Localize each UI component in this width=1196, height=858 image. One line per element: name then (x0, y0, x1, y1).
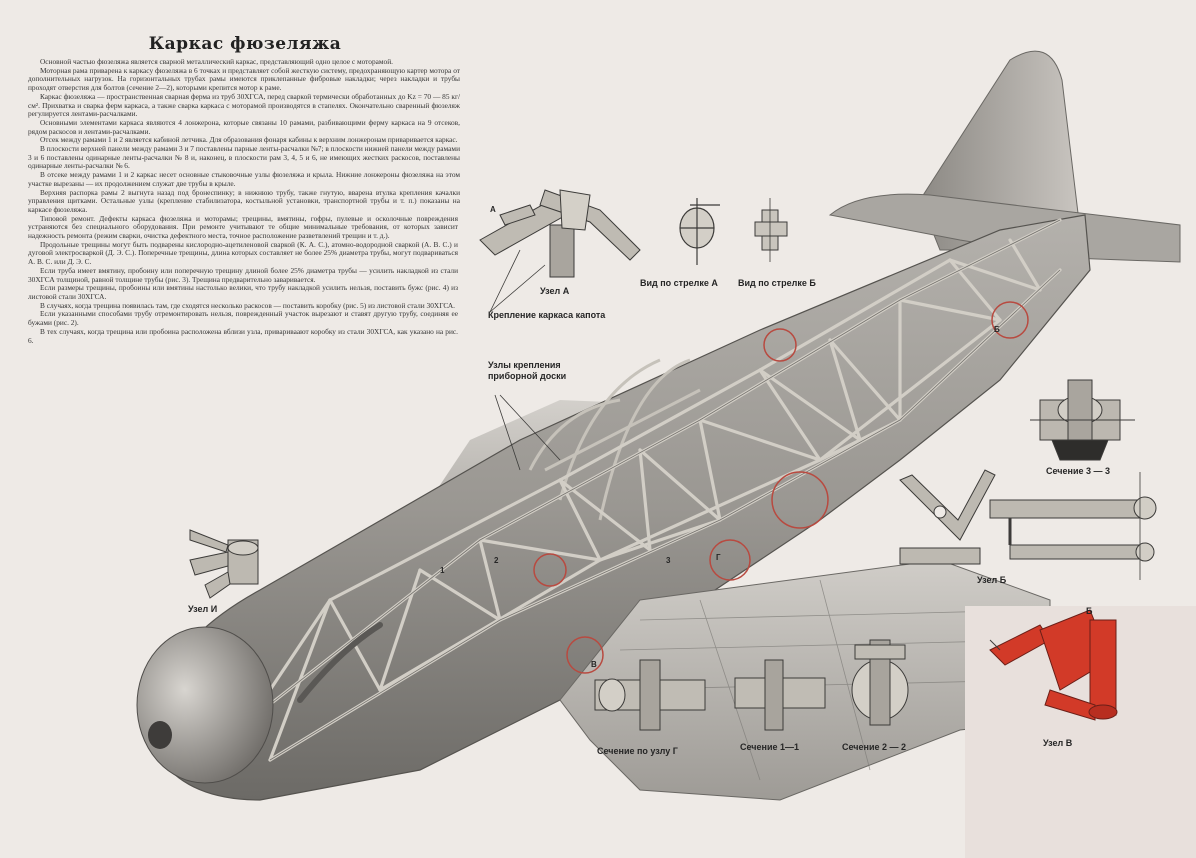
node-v-corner-callout: Б (1086, 606, 1093, 616)
node-g-callout: Г (716, 553, 721, 562)
article-paragraph: В плоскости верхней панели между рамами … (28, 144, 460, 171)
spinner-tip (148, 721, 172, 749)
label-sech-1-1: Сечение 1—1 (740, 742, 799, 752)
node-markers (533, 301, 1029, 674)
horizontal-stabilizer (828, 193, 1181, 263)
repair-paragraph: В случаях, когда трещина появилась там, … (40, 300, 456, 310)
section-3-3-detail (1030, 379, 1135, 461)
node-i-detail (189, 529, 259, 599)
repair-paragraph: В тех случаях, когда трещина или пробоин… (28, 326, 458, 345)
nose-cone (136, 626, 274, 784)
node-marker-engine (533, 553, 567, 587)
section-1-1-detail (734, 659, 826, 731)
label-sech-2-2: Сечение 2 — 2 (842, 742, 906, 752)
arrow-a-callout: А (490, 205, 496, 214)
article-paragraph: Основной частью фюзеляжа является сварно… (40, 57, 393, 66)
label-uzel-a: Узел А (540, 286, 570, 296)
node-a-detail (479, 189, 641, 278)
label-uzel-b: Узел Б (977, 575, 1007, 585)
node-v-red-part (989, 609, 1118, 721)
label-kaport: Крепление каркаса капота (488, 310, 606, 320)
repair-paragraph: Типовой ремонт. Дефекты каркаса фюзеляжа… (28, 213, 458, 241)
view-b-detail (754, 198, 788, 262)
repair-paragraph: Продольные трещины могут быть подварены … (28, 239, 458, 267)
node-b-callout: Б (994, 325, 1000, 334)
repair-paragraph: Если размеры трещины, пробоины или вмяти… (28, 283, 458, 301)
label-sech-g: Сечение по узлу Г (597, 746, 678, 756)
article-paragraph: Отсек между рамами 1 и 2 является кабино… (40, 135, 458, 145)
label-vid-b: Вид по стрелке Б (738, 278, 816, 288)
view-a-detail (679, 198, 720, 265)
article-text: Основной частью фюзеляжа является сварно… (28, 57, 460, 345)
page-title: Каркас фюзеляжа (148, 34, 342, 54)
section-2-2-detail (851, 639, 909, 726)
node-marker-front (566, 636, 604, 674)
article-paragraph: Моторная рама приварена к каркасу фюзеля… (28, 65, 460, 93)
node-b-detail (899, 469, 1157, 580)
repair-paragraph: Если труба имеет вмятину, пробоину или п… (28, 265, 458, 284)
article-paragraph: Основными элементами каркаса являются 4 … (28, 117, 460, 136)
label-pribor: Узлы крепления приборной доски (488, 360, 567, 381)
article-paragraph: Каркас фюзеляжа — пространственная сварн… (28, 91, 460, 119)
label-vid-a: Вид по стрелке А (640, 278, 718, 288)
frame-1-callout: 1 (440, 566, 445, 575)
label-uzel-v: Узел В (1043, 738, 1073, 748)
exhaust-slot (297, 622, 383, 703)
truss-outline (249, 219, 1061, 761)
label-sech-3-3: Сечение 3 — 3 (1046, 466, 1110, 476)
node-marker-mid (771, 471, 829, 529)
repair-paragraph: Если указанными способами трубу отремонт… (28, 309, 458, 328)
leader-lines (489, 249, 561, 471)
section-g-detail (594, 659, 706, 731)
node-marker-tail (991, 301, 1029, 339)
node-v-callout: В (591, 660, 597, 669)
article-paragraph: Верхняя распорка рамы 2 выгнута назад по… (28, 187, 460, 214)
node-marker-top (763, 328, 797, 362)
frame-3-callout: 3 (666, 556, 671, 565)
frame-2-callout: 2 (494, 556, 499, 565)
node-marker-lower (709, 539, 751, 581)
label-uzel-i: Узел И (188, 604, 218, 614)
article-paragraph: В отсеке между рамами 1 и 2 каркас несет… (28, 170, 460, 188)
